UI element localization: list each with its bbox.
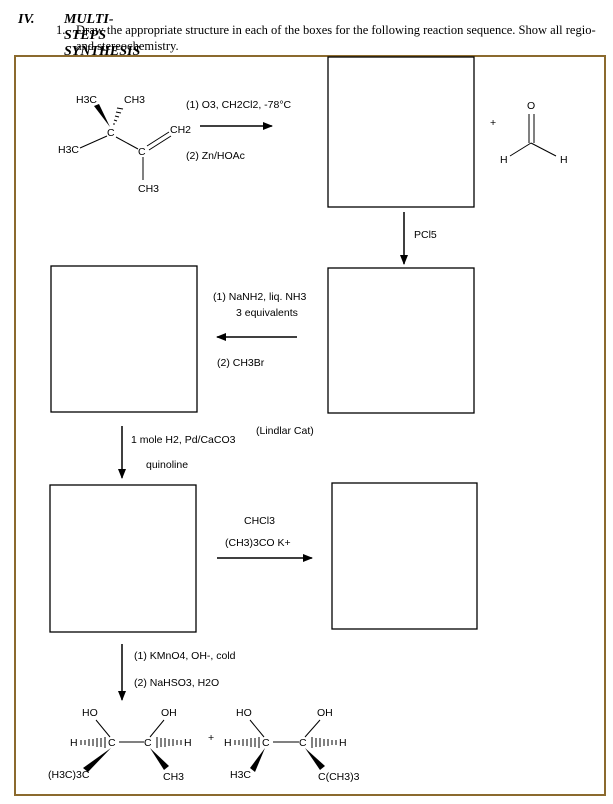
answer-box-2 (327, 267, 475, 414)
prod-right-c1-oh (249, 719, 265, 738)
step6-line2: (2) NaHSO3, H2O (134, 677, 219, 689)
products-plus: + (208, 732, 214, 744)
prod-left-oh: OH (161, 707, 177, 719)
prod-right-h-left: H (224, 737, 232, 749)
coproduct-h-left: H (500, 154, 508, 166)
sm-double-bond-b (148, 135, 172, 151)
prod-right-c1: C (262, 737, 270, 749)
prod-right-sub-left: H3C (230, 769, 251, 781)
step4-conditions: 1 mole H2, Pd/CaCO3 (Lindlar Cat) quinol… (118, 425, 314, 479)
prod-right-c2: C (299, 737, 307, 749)
step5-line2: (CH3)3CO K+ (225, 537, 291, 549)
formaldehyde-coproduct: + O H H (490, 100, 568, 166)
prod-left-sub-right: CH3 (163, 771, 184, 783)
prod-right-hash-h2 (311, 737, 337, 748)
prod-right-wedge-2 (305, 748, 325, 770)
sm-ch3-bottom: CH3 (138, 183, 159, 195)
sm-ch3-top: CH3 (124, 94, 145, 106)
step6-conditions: (1) KMnO4, OH-, cold (2) NaHSO3, H2O (118, 644, 236, 701)
prod-right-sub-right: C(CH3)3 (318, 771, 360, 783)
sm-ch2: CH2 (170, 124, 191, 136)
roman-numeral: IV. (18, 12, 35, 27)
starting-material: H3C CH3 H3C C C CH2 CH3 (58, 94, 191, 195)
coproduct-plus: + (490, 117, 496, 129)
step5-line1: CHCl3 (244, 515, 275, 527)
prod-left-wedge-1 (83, 748, 111, 772)
coproduct-oxygen: O (527, 100, 535, 112)
prod-left-hash-h2 (156, 737, 182, 748)
sm-wedge-bond (94, 104, 110, 127)
sm-quaternary-c: C (107, 127, 115, 139)
prod-left-c1: C (108, 737, 116, 749)
coproduct-h-right: H (560, 154, 568, 166)
step3-line3: (2) CH3Br (217, 357, 265, 369)
step4-note: (Lindlar Cat) (256, 425, 314, 437)
prod-left-c1-oh (95, 719, 111, 738)
prod-left-hash-h1 (80, 737, 106, 748)
prod-left-wedge-2 (150, 748, 169, 770)
product-diol-right: HO OH H C C H H3C C(CH3)3 (224, 707, 360, 783)
sm-hash-bond (113, 107, 124, 125)
product-diol-left: HO OH H C C H (H3C)3C CH3 (48, 707, 192, 783)
step5-conditions: CHCl3 (CH3)3CO K+ (217, 515, 313, 562)
step2-reagent: PCl5 (414, 229, 437, 241)
prod-right-wedge-1 (250, 748, 265, 772)
ch-bond-left (509, 142, 532, 157)
sm-alkene-c: C (138, 146, 146, 158)
question-instruction: Draw the appropriate structure in each o… (76, 23, 596, 53)
ch-bond-right (530, 142, 557, 157)
step1-line2: (2) Zn/HOAc (186, 150, 245, 162)
answer-box-3 (50, 265, 198, 413)
sm-h3c-left: H3C (58, 144, 79, 156)
prod-right-c2-oh (304, 719, 321, 738)
step3-line2: 3 equivalents (236, 307, 298, 319)
answer-box-1 (327, 56, 475, 208)
sm-bond-left (79, 135, 108, 149)
prod-left-c2-oh (149, 719, 165, 738)
prod-right-hash-h1 (234, 737, 260, 748)
prod-right-oh: OH (317, 707, 333, 719)
step6-line1: (1) KMnO4, OH-, cold (134, 650, 236, 662)
sm-double-bond-a (146, 131, 170, 147)
reaction-frame (14, 55, 606, 796)
question-number: 1. (56, 23, 66, 37)
prod-left-sub-left: (H3C)3C (48, 769, 90, 781)
step4-line2: quinoline (146, 459, 188, 471)
answer-box-4 (49, 484, 197, 633)
step1-line1: (1) O3, CH2Cl2, -78°C (186, 99, 292, 111)
sm-bond-cc (115, 136, 139, 150)
sm-h3c-top: H3C (76, 94, 97, 106)
prod-right-h-right: H (339, 737, 347, 749)
prod-left-c2: C (144, 737, 152, 749)
step3-line1: (1) NaNH2, liq. NH3 (213, 291, 307, 303)
prod-right-ho: HO (236, 707, 252, 719)
prod-left-ho: HO (82, 707, 98, 719)
prod-left-h-left: H (70, 737, 78, 749)
step4-line1: 1 mole H2, Pd/CaCO3 (131, 434, 236, 446)
answer-box-5 (331, 482, 478, 630)
step3-conditions: (1) NaNH2, liq. NH3 3 equivalents (2) CH… (213, 291, 307, 369)
step1-conditions: (1) O3, CH2Cl2, -78°C (2) Zn/HOAc (186, 99, 292, 162)
prod-left-h-right: H (184, 737, 192, 749)
